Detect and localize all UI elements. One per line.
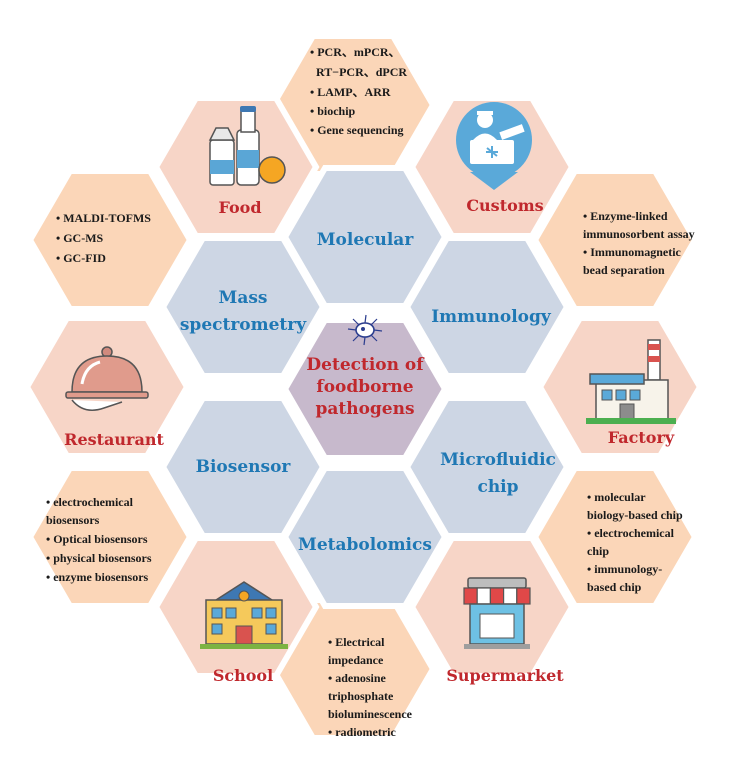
list-item: • radiometric [328, 725, 397, 739]
immunology-hex [403, 235, 571, 379]
list-item: triphosphate [328, 689, 394, 703]
customs-label: Customs [466, 196, 543, 215]
center-title-line-1: Detection of [306, 355, 425, 375]
list-item: • GC-FID [56, 251, 106, 265]
center-hex [281, 317, 449, 461]
school-label: School [213, 666, 273, 685]
list-item: • physical biosensors [46, 551, 152, 565]
list-item: RT−PCR、dPCR [316, 65, 407, 79]
metabolomics-hex [281, 465, 449, 609]
list-item: • enzyme biosensors [46, 570, 149, 584]
food-label: Food [218, 198, 261, 217]
supermarket-label: Supermarket [446, 666, 564, 685]
molecular-label: Molecular [317, 230, 415, 250]
microfluidic-methods-hex [531, 465, 699, 609]
biosensor-methods-hex [26, 465, 194, 609]
mass-spec-methods-list: • MALDI-TOFMS • GC-MS • GC-FID [56, 211, 151, 265]
mass-spec-label-line-2: spectrometry [180, 315, 307, 335]
biosensor-methods-list: • electrochemical biosensors • Optical b… [46, 495, 152, 584]
biosensor-label: Biosensor [196, 457, 292, 477]
microfluidic-label-line-1: Microfluidic [440, 450, 556, 470]
list-item: • Optical biosensors [46, 532, 148, 546]
molecular-methods-list: • PCR、mPCR、 RT−PCR、dPCR • LAMP、ARR • bio… [310, 45, 407, 137]
center-title-line-3: pathogens [315, 399, 414, 419]
list-item: • electrochemical [46, 495, 134, 509]
list-item: • MALDI-TOFMS [56, 211, 151, 225]
factory-icon [586, 339, 676, 424]
center-title-line-2: foodborne [316, 377, 413, 397]
immunology-methods-hex [531, 168, 699, 312]
list-item: • adenosine [328, 671, 387, 685]
metabolomics-label: Metabolomics [298, 535, 432, 555]
microfluidic-methods-list: • molecular biology-based chip • electro… [587, 490, 683, 594]
immunology-methods-list: • Enzyme-linked immunosorbent assay • Im… [583, 209, 695, 277]
list-item: • immunology- [587, 562, 662, 576]
list-item: chip [587, 544, 609, 558]
list-item: bioluminescence [328, 707, 413, 721]
list-item: • Electrical [328, 635, 385, 649]
list-item: • biochip [310, 104, 356, 118]
microfluidic-label-line-2: chip [477, 477, 518, 497]
list-item: • Gene sequencing [310, 123, 404, 137]
list-item: • LAMP、ARR [310, 85, 391, 99]
list-item: immunosorbent assay [583, 227, 695, 241]
list-item: • electrochemical [587, 526, 675, 540]
cloche-icon [65, 346, 149, 411]
list-item: biosensors [46, 513, 100, 527]
restaurant-label: Restaurant [64, 430, 164, 449]
list-item: based chip [587, 580, 642, 594]
list-item: • Enzyme-linked [583, 209, 668, 223]
factory-label: Factory [608, 428, 675, 447]
list-item: • molecular [587, 490, 646, 504]
list-item: • Immunomagnetic [583, 245, 682, 259]
list-item: • PCR、mPCR、 [310, 45, 401, 59]
mass-spec-hex [159, 235, 327, 379]
list-item: impedance [328, 653, 384, 667]
milk-bottles-icon [208, 106, 286, 186]
storefront-icon [463, 577, 531, 649]
metabolomics-methods-list: • Electrical impedance • adenosine triph… [328, 635, 413, 739]
customs-officer-icon [456, 102, 532, 190]
list-item: • GC-MS [56, 231, 104, 245]
mass-spec-label-line-1: Mass [219, 288, 268, 308]
list-item: bead separation [583, 263, 665, 277]
immunology-label: Immunology [431, 307, 552, 327]
school-building-icon [200, 581, 288, 649]
list-item: biology-based chip [587, 508, 683, 522]
bacterium-icon [347, 314, 383, 346]
mass-spec-methods-hex [26, 168, 194, 312]
